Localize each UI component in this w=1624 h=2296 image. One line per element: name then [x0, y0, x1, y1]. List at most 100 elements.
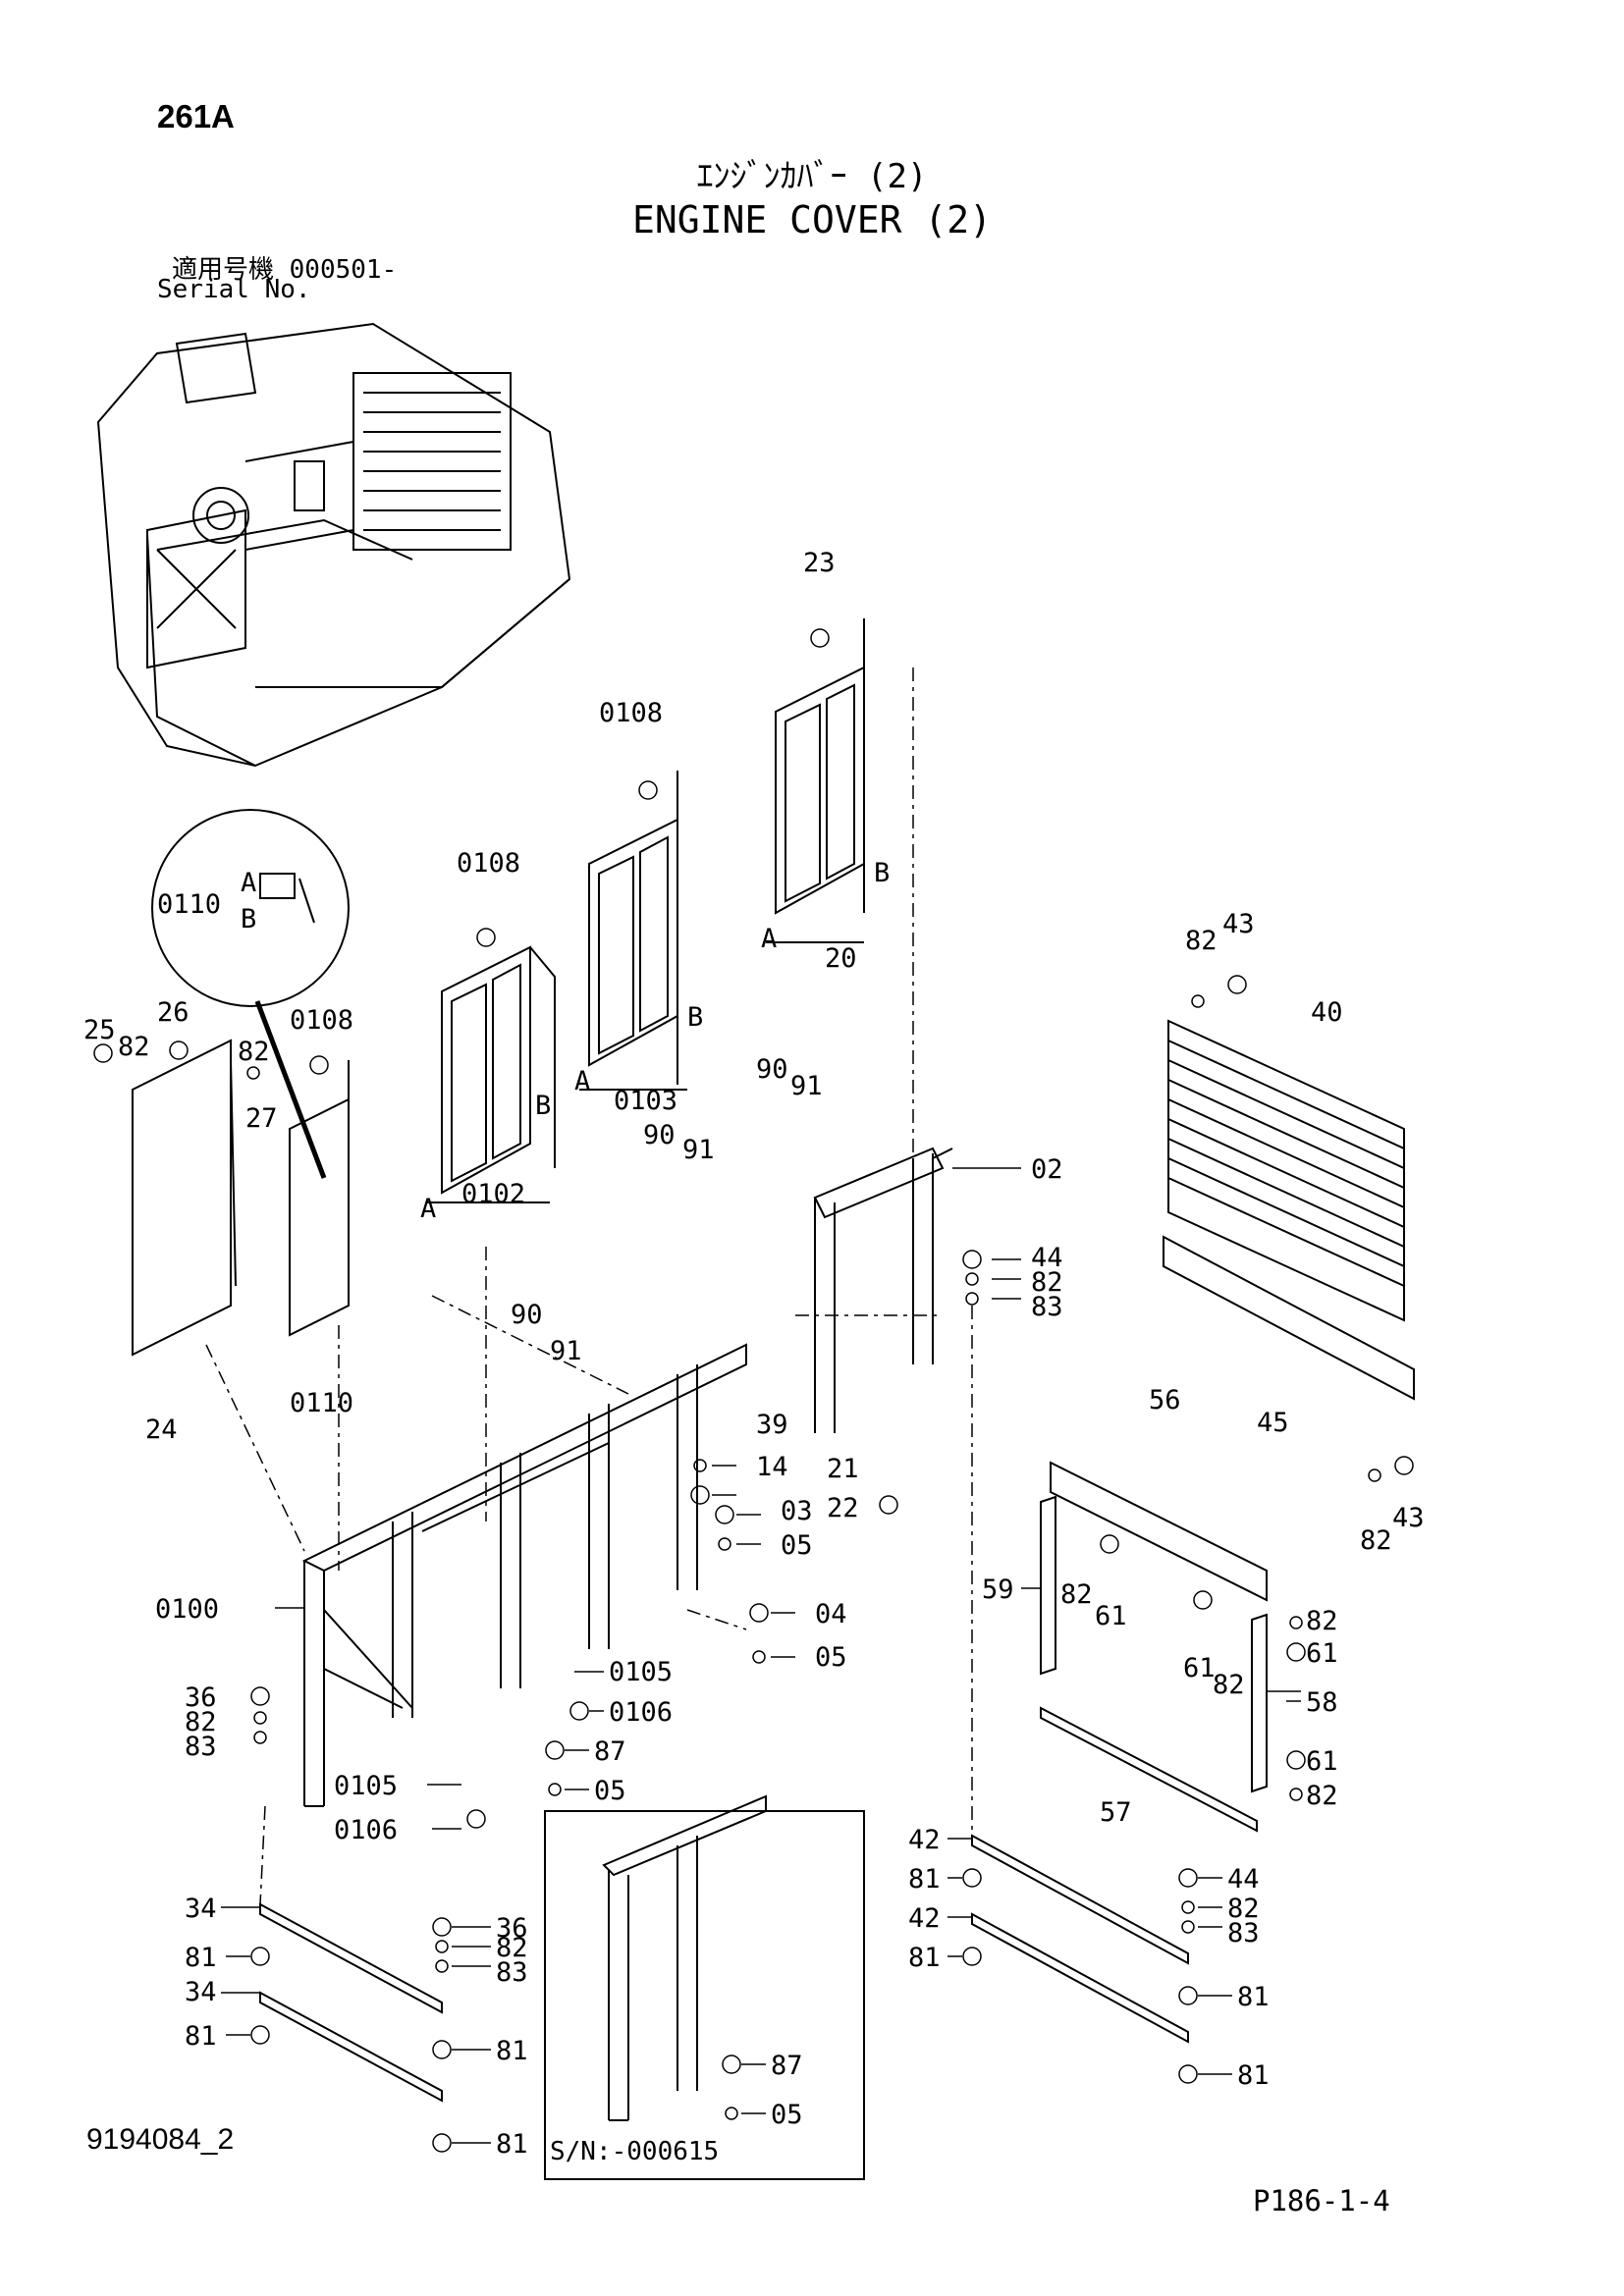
bracket-59 — [1040, 1495, 1056, 1676]
callout: 81 — [1237, 1982, 1270, 2012]
panel-56 — [1050, 1461, 1268, 1602]
callout: A — [574, 1066, 590, 1096]
page-code: 261A — [157, 98, 235, 134]
callout: 44 — [1031, 1243, 1063, 1273]
stay-42-lower — [971, 1912, 1189, 2044]
callout: 81 — [1237, 2060, 1270, 2091]
serial-label-japanese: 適用号機 000501- — [172, 255, 398, 285]
side-cover-24 — [132, 1039, 237, 1357]
callout: 81 — [185, 1943, 217, 1973]
right-frame-02 — [813, 1147, 953, 1433]
callout: 83 — [1031, 1292, 1063, 1322]
callout: 82 — [185, 1707, 217, 1737]
callout: 82 — [1060, 1579, 1093, 1610]
serial-label-english: Serial No. — [157, 275, 311, 304]
callout: 82 — [1360, 1525, 1392, 1556]
callout: 87 — [594, 1736, 626, 1767]
callout: 43 — [1392, 1503, 1425, 1533]
callout: 61 — [1183, 1653, 1216, 1683]
door-panel-0103 — [579, 771, 687, 1091]
callout: 91 — [790, 1071, 823, 1101]
bar-57 — [1040, 1706, 1258, 1833]
callout: 61 — [1306, 1638, 1338, 1669]
callout: 02 — [1031, 1154, 1063, 1185]
callout: 23 — [803, 548, 836, 578]
callout: 61 — [1095, 1601, 1127, 1631]
callout: 27 — [245, 1103, 278, 1134]
callout: B — [874, 858, 890, 888]
title-english: ENGINE COVER (2) — [631, 198, 993, 241]
inset-frame-sketch — [602, 1794, 767, 2121]
callout: 0105 — [609, 1657, 673, 1687]
machine-overview-sketch — [96, 322, 571, 768]
callout: 05 — [771, 2100, 803, 2130]
callout: 61 — [1306, 1746, 1338, 1777]
inset-caption: S/N:-000615 — [550, 2137, 720, 2166]
callout: 34 — [185, 1977, 217, 2007]
callout: B — [241, 904, 256, 934]
callout: 24 — [145, 1415, 178, 1445]
callout: B — [535, 1091, 551, 1121]
callout: 03 — [781, 1496, 813, 1526]
callout: 83 — [185, 1732, 217, 1762]
callout: 0102 — [461, 1179, 525, 1209]
callout: B — [687, 1002, 703, 1033]
callout-leaders — [221, 1167, 1301, 2144]
callout: 91 — [550, 1336, 582, 1366]
document-number: 9194084_2 — [86, 2123, 235, 2156]
stay-34-lower — [259, 1991, 443, 2103]
callout: 81 — [908, 1943, 941, 1973]
stay-42-upper — [971, 1834, 1189, 1965]
callout: 82 — [1227, 1894, 1260, 1924]
callout: 81 — [496, 2129, 528, 2160]
callout: 43 — [1222, 909, 1255, 939]
door-panel-0102 — [427, 945, 556, 1203]
callout: A — [761, 924, 777, 954]
callout: 0106 — [609, 1697, 673, 1728]
callout: 05 — [815, 1642, 847, 1673]
callout: 82 — [496, 1933, 528, 1963]
stay-34-upper — [259, 1902, 443, 2014]
callout: A — [420, 1194, 436, 1224]
callout: 26 — [157, 997, 189, 1028]
callout: 20 — [825, 943, 857, 974]
callout: 82 — [1031, 1267, 1063, 1298]
callout: 39 — [756, 1410, 788, 1440]
callout: 87 — [771, 2051, 803, 2081]
callout: 04 — [815, 1599, 847, 1629]
callout: 42 — [908, 1903, 941, 1934]
callout: 0100 — [155, 1594, 219, 1625]
main-frame-0100 — [301, 1343, 747, 1807]
callout: 90 — [756, 1054, 788, 1085]
callout: 0110 — [157, 889, 221, 920]
callout: 82 — [1185, 926, 1218, 956]
callout: 05 — [781, 1530, 813, 1561]
callout-labels: 23 0108 0108 0108 0110 A B 20 A B 0103 A… — [83, 548, 1425, 2160]
callout: 21 — [827, 1454, 859, 1484]
bracket-58 — [1251, 1613, 1268, 1793]
callout: 82 — [238, 1037, 270, 1067]
leader-lines — [205, 667, 973, 1905]
callout: 45 — [1257, 1408, 1289, 1438]
callout: 56 — [1149, 1385, 1181, 1415]
grille-40 — [1167, 1019, 1405, 1322]
callout: 0110 — [290, 1388, 353, 1418]
callout: 36 — [496, 1913, 528, 1944]
callout: 83 — [496, 1957, 528, 1988]
callout: 05 — [594, 1776, 626, 1806]
callout: 83 — [1227, 1918, 1260, 1949]
callout: 25 — [83, 1015, 116, 1045]
detail-circle — [151, 809, 350, 1007]
callout: 44 — [1227, 1864, 1260, 1895]
callout: 82 — [1306, 1781, 1338, 1811]
callout: 91 — [682, 1135, 715, 1165]
callout: 34 — [185, 1894, 217, 1924]
callout: 42 — [908, 1825, 941, 1855]
inset-frame — [544, 1810, 865, 2180]
callout: 82 — [1213, 1670, 1245, 1700]
fasteners — [93, 628, 1414, 2153]
callout: 0106 — [334, 1815, 398, 1845]
callout: 22 — [827, 1493, 859, 1523]
callout: 40 — [1311, 997, 1343, 1028]
callout: 57 — [1100, 1797, 1132, 1828]
